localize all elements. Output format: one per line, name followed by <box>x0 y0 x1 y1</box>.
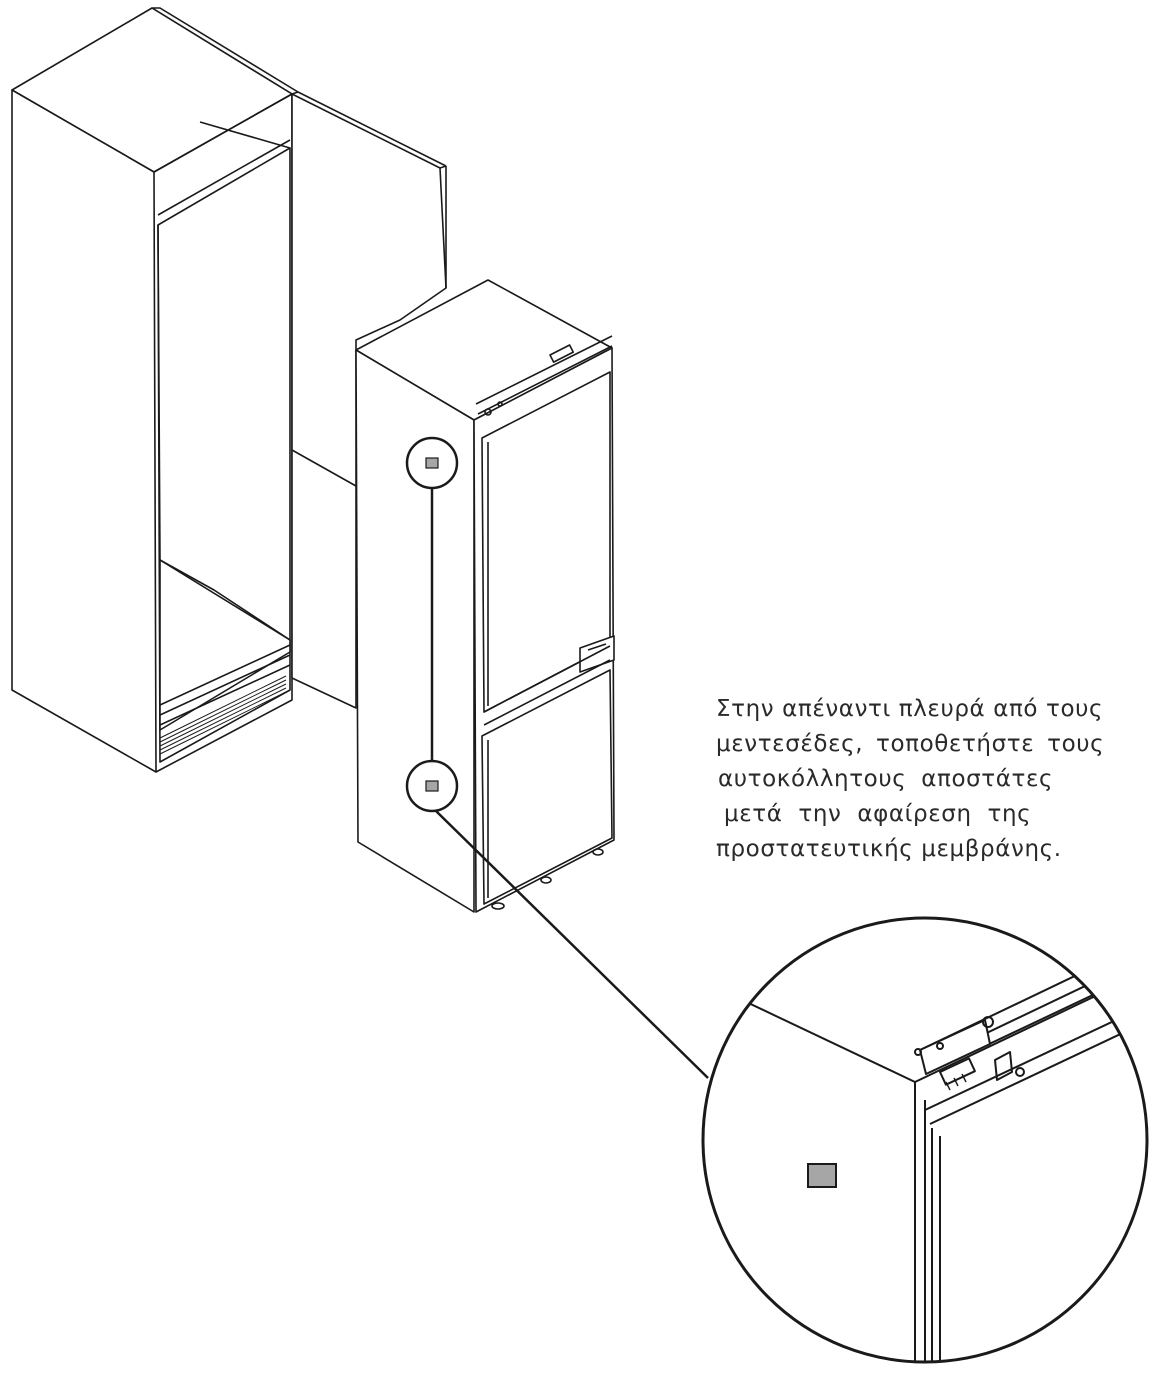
instruction-line-1: Στην απέναντι πλευρά από τους <box>716 696 1104 722</box>
spacer-pad-top <box>425 457 439 469</box>
instruction-line-5: προστατευτικής μεμβράνης. <box>716 836 1062 862</box>
instruction-line-3: αυτοκόλλητους αποστάτες <box>718 766 1054 792</box>
zoom-circle <box>701 916 1149 1364</box>
spacer-callouts <box>405 436 709 1079</box>
zoom-detail <box>701 916 1149 1364</box>
spacer-pad-zoomed <box>807 1163 837 1188</box>
cabinet <box>11 7 447 773</box>
fridge <box>355 279 615 913</box>
zoom-leader-line <box>435 810 709 1079</box>
spacer-pad-bottom <box>425 780 439 792</box>
instruction-text: Στην απέναντι πλευρά από τους μεντεσέδες… <box>716 692 1136 867</box>
instruction-line-2: μεντεσέδες, τοποθετήστε τους <box>716 731 1105 757</box>
instruction-line-4: μετά την αφαίρεση της <box>724 801 1032 827</box>
